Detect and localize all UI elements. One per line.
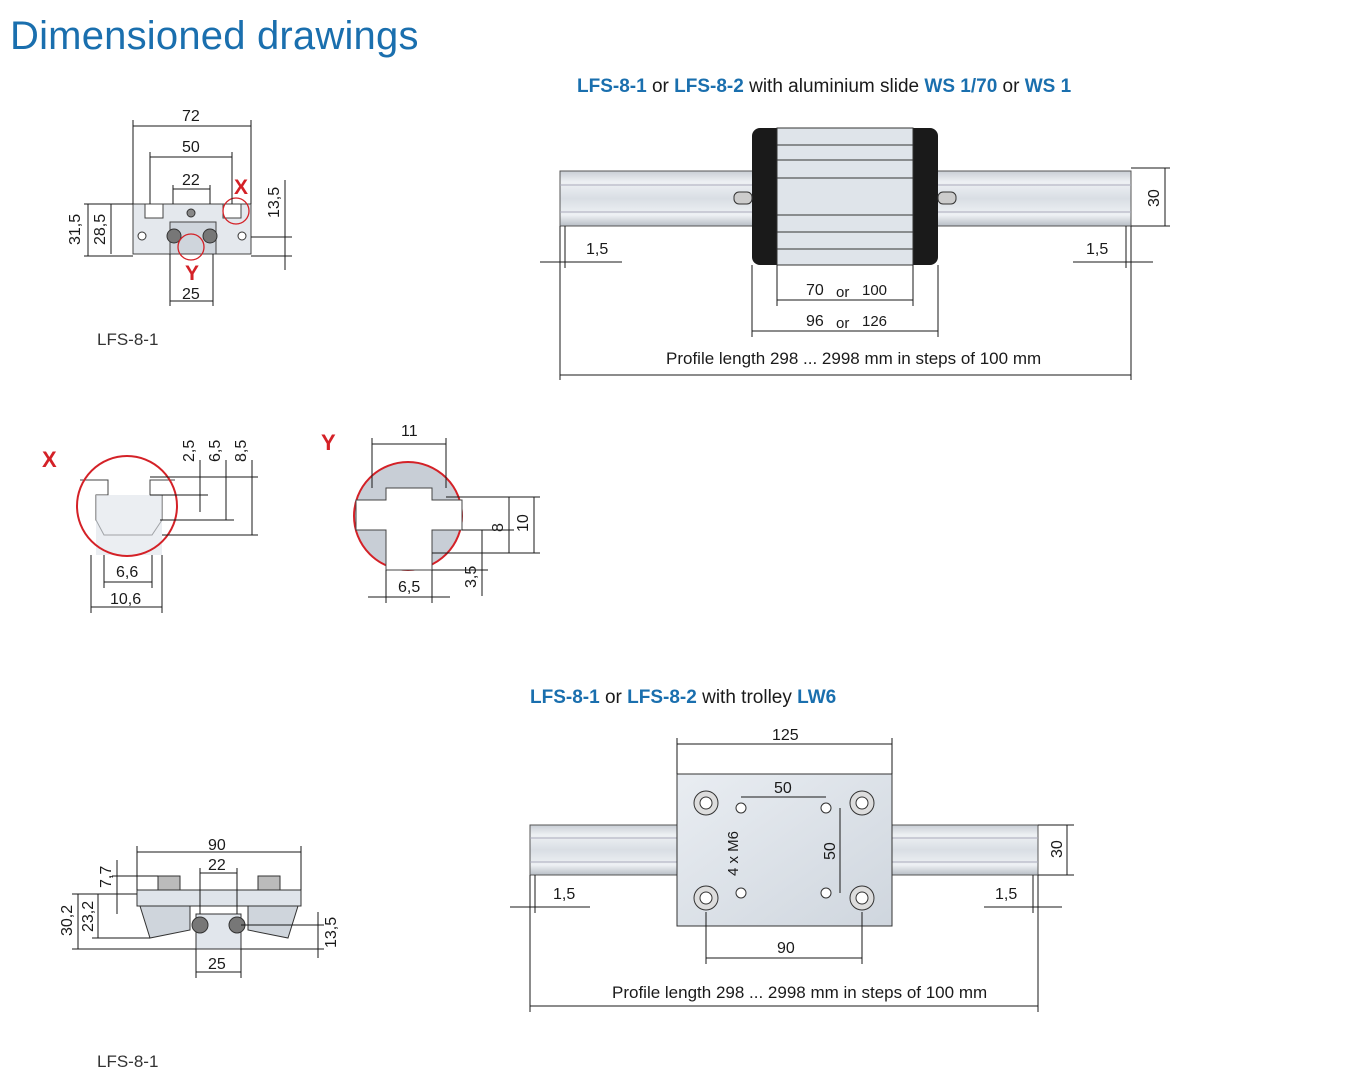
- dim-x-6-6: 6,6: [116, 564, 138, 581]
- dim-96: 96: [806, 313, 824, 330]
- slide-view: 30 1,5 1,5 70 or 100 96 or 126 Profile l…: [540, 127, 1170, 380]
- dim-y-6-5: 6,5: [398, 579, 420, 596]
- marker-x-small: X: [234, 176, 248, 199]
- dim-72: 72: [182, 108, 200, 125]
- section-label-2: LFS-8-1: [97, 1052, 159, 1071]
- dim-t-25: 25: [208, 956, 226, 973]
- dim-end-left: 1,5: [586, 241, 608, 258]
- dim-y-3-5: 3,5: [463, 566, 480, 588]
- dim-y-8: 8: [490, 523, 507, 532]
- marker-y-small: Y: [185, 262, 199, 285]
- dim-126: 126: [862, 313, 887, 330]
- dim-lw-end-right: 1,5: [995, 886, 1017, 903]
- dim-t-30-2: 30,2: [59, 905, 76, 936]
- dim-x-10-6: 10,6: [110, 591, 141, 608]
- dim-lw-30: 30: [1049, 840, 1066, 858]
- dim-25: 25: [182, 286, 200, 303]
- dim-t-22: 22: [208, 857, 226, 874]
- dim-13-5: 13,5: [266, 187, 283, 218]
- caption-trolley: LFS-8-1 or LFS-8-2 with trolley LW6: [530, 687, 837, 708]
- dim-lw-90: 90: [777, 940, 795, 957]
- dim-100: 100: [862, 282, 887, 299]
- profile-length-trolley: Profile length 298 ... 2998 mm in steps …: [612, 983, 987, 1002]
- dim-x-6-5: 6,5: [207, 440, 224, 462]
- section-label-1: LFS-8-1: [97, 330, 159, 349]
- marker-x: X: [42, 447, 57, 472]
- dim-lw-end-left: 1,5: [553, 886, 575, 903]
- dim-28-5: 28,5: [92, 214, 109, 245]
- dim-or-1: or: [836, 284, 849, 301]
- dim-x-2-5: 2,5: [181, 440, 198, 462]
- dim-y-10: 10: [515, 514, 532, 532]
- marker-y: Y: [321, 430, 336, 455]
- dim-y-11: 11: [401, 423, 418, 440]
- dim-22: 22: [182, 172, 200, 189]
- dim-or-2: or: [836, 315, 849, 332]
- caption-slide: LFS-8-1 or LFS-8-2 with aluminium slide …: [577, 76, 1072, 97]
- detail-x: X 2,5 6,5 8,5 6,6 10,6: [42, 440, 258, 613]
- dim-t-13-5: 13,5: [323, 917, 340, 948]
- dim-end-right: 1,5: [1086, 241, 1108, 258]
- page-title: Dimensioned drawings: [10, 14, 419, 58]
- trolley-section: 90 22 25 7,7 30,2 23,2 13,5: [59, 837, 340, 978]
- dim-lw-50: 50: [774, 780, 792, 797]
- detail-y: Y 11 8 10 3,5 6,5: [321, 423, 540, 603]
- dim-70: 70: [806, 282, 824, 299]
- dim-30: 30: [1146, 189, 1163, 207]
- dim-lw-holes: 4 x M6: [725, 831, 742, 876]
- dim-lw-125: 125: [772, 727, 799, 744]
- dim-t-90: 90: [208, 837, 226, 854]
- trolley-view: 125 50 50 4 x M6 90 30 1,5 1,5 Profile l…: [510, 727, 1074, 1012]
- dim-t-23-2: 23,2: [80, 901, 97, 932]
- dim-31-5: 31,5: [67, 214, 84, 245]
- dim-50: 50: [182, 139, 200, 156]
- profile-length-slide: Profile length 298 ... 2998 mm in steps …: [666, 349, 1041, 368]
- dim-lw-50-v: 50: [822, 842, 839, 860]
- section-view: X Y 72 50 22 25 31,5 28,5 13,5: [67, 108, 292, 306]
- dim-x-8-5: 8,5: [233, 440, 250, 462]
- dim-t-7-7: 7,7: [98, 866, 115, 888]
